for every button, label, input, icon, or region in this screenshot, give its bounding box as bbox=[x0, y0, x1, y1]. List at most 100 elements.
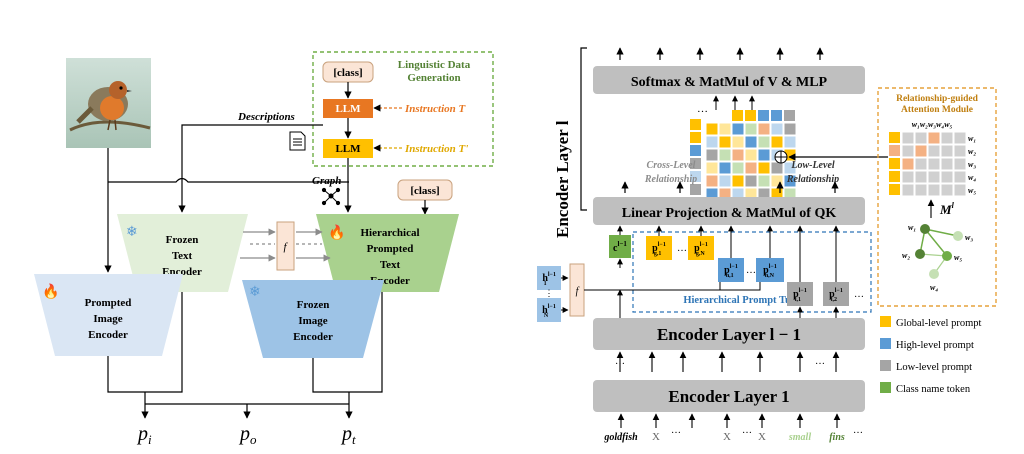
encoder-layer-1 bbox=[593, 380, 865, 412]
matrix-cell bbox=[718, 135, 732, 149]
p-t-label: pt bbox=[340, 423, 356, 447]
rgam-row-w4: w₄ bbox=[968, 173, 976, 182]
rgam-key-cell bbox=[889, 184, 900, 195]
right-diagram: Encoder Layer l Softmax & MatMul of V & … bbox=[537, 47, 997, 443]
h-token-1 bbox=[537, 266, 561, 290]
matrix-cell bbox=[718, 148, 732, 162]
matrix-cell bbox=[744, 161, 758, 175]
frozen-image-l1: Frozen bbox=[297, 299, 330, 311]
layer-bracket bbox=[580, 47, 587, 211]
frozen-text-encoder-l1: Frozen bbox=[166, 234, 199, 246]
legend-swatch bbox=[880, 316, 891, 327]
matrix-cell bbox=[705, 148, 719, 162]
bird-image bbox=[66, 58, 151, 148]
token-small: small bbox=[788, 432, 811, 443]
high-prompt-1 bbox=[718, 258, 744, 282]
rgam-cell bbox=[953, 170, 967, 184]
token-ellipsis-2: … bbox=[742, 425, 752, 436]
matrix-cell bbox=[744, 122, 758, 136]
rgam-cell bbox=[940, 131, 954, 145]
matrix-cell bbox=[705, 174, 719, 188]
word-graph: w₁ w₃ w₂ w₅ w₄ bbox=[902, 223, 973, 292]
matrix-cell bbox=[731, 174, 745, 188]
high-prompt-ellipsis: … bbox=[746, 265, 756, 276]
rgam-cell bbox=[901, 183, 915, 197]
token-goldfish: goldfish bbox=[603, 432, 638, 443]
snowflake-icon: ❄ bbox=[126, 225, 138, 240]
encoder-layer-1-label: Encoder Layer 1 bbox=[668, 387, 789, 406]
matrix-cell bbox=[757, 135, 771, 149]
matrix-arrows bbox=[713, 95, 755, 110]
token-ellipsis-1: … bbox=[671, 425, 681, 436]
f-connector bbox=[276, 221, 295, 271]
matrix-key-cell bbox=[690, 119, 701, 130]
frozen-image-encoder bbox=[242, 280, 384, 358]
softmax-box bbox=[593, 66, 865, 94]
rgam-title-l1: Relationship-guided bbox=[896, 94, 979, 104]
add-operator-icon bbox=[774, 150, 788, 164]
token-fins: fins bbox=[829, 432, 845, 443]
matrix-cell bbox=[744, 174, 758, 188]
rgam-cell bbox=[914, 157, 928, 171]
frozen-image-l2: Image bbox=[298, 315, 327, 327]
descriptions-label: Descriptions bbox=[237, 111, 295, 123]
f-label: f bbox=[283, 241, 288, 253]
matrix-key-cell bbox=[690, 171, 701, 182]
global-prompt-n bbox=[688, 236, 714, 260]
rgam-cell bbox=[927, 144, 941, 158]
snowflake-icon-2: ❄ bbox=[249, 285, 261, 300]
matrix-query-cell bbox=[758, 110, 769, 121]
hier-prompt-tuning-box bbox=[632, 231, 872, 313]
legend-label: Low-level prompt bbox=[896, 362, 972, 373]
input-tokens: goldfish X … X … X small fins … bbox=[603, 425, 863, 443]
matrix-cell bbox=[705, 161, 719, 175]
rgam-cell bbox=[940, 183, 954, 197]
matrix-cell bbox=[757, 148, 771, 162]
f-label-right: f bbox=[576, 286, 580, 297]
input-arrows bbox=[617, 413, 841, 428]
matrix-cell bbox=[744, 148, 758, 162]
proj-up-arrows bbox=[621, 181, 839, 193]
matrix-key-cell bbox=[690, 132, 701, 143]
rgam-cell bbox=[940, 170, 954, 184]
c-token-label: cl−1 bbox=[613, 240, 627, 254]
rgam-cell bbox=[901, 144, 915, 158]
legend-swatch bbox=[880, 338, 891, 349]
cross-level-l2: Relationship bbox=[644, 174, 697, 185]
graph-icon bbox=[321, 187, 341, 206]
softmax-up-arrows bbox=[616, 47, 824, 60]
matrix-cell bbox=[705, 135, 719, 149]
matrix-cell bbox=[731, 161, 745, 175]
matrix-cell bbox=[757, 122, 771, 136]
h-token-ellipsis: ⋮ bbox=[545, 288, 554, 298]
rgam-cell bbox=[914, 183, 928, 197]
rgam-cell bbox=[901, 170, 915, 184]
matrix-cell bbox=[718, 122, 732, 136]
encoder-layer-l-minus-1-label: Encoder Layer l − 1 bbox=[657, 325, 801, 344]
matrix-key-cell bbox=[690, 158, 701, 169]
linguistic-title-line2: Generation bbox=[407, 72, 460, 84]
rgam-box bbox=[877, 87, 997, 307]
prompted-image-encoder bbox=[34, 274, 183, 356]
hier-text-l3: Text bbox=[380, 259, 401, 271]
rgam-cell bbox=[953, 157, 967, 171]
matrix-cell bbox=[770, 135, 784, 149]
rgam-row-w5: w₅ bbox=[968, 186, 976, 195]
token-ellipsis-3: … bbox=[853, 425, 863, 436]
linguistic-title-line1: Linguistic Data bbox=[398, 59, 471, 71]
prompt-arrows bbox=[656, 225, 839, 318]
frozen-text-encoder-l2: Text bbox=[172, 250, 193, 262]
prompted-image-l3: Encoder bbox=[88, 329, 128, 341]
matrix-cell bbox=[731, 122, 745, 136]
legend-swatch bbox=[880, 382, 891, 393]
matrix-cell bbox=[770, 122, 784, 136]
rgam-cell bbox=[940, 157, 954, 171]
p-i-label: pi bbox=[136, 423, 152, 447]
low-level-l1: Low-Level bbox=[790, 160, 835, 171]
hier-text-l2: Prompted bbox=[367, 243, 414, 255]
matrix-query-cell bbox=[771, 110, 782, 121]
high-prompt-n bbox=[756, 258, 784, 282]
